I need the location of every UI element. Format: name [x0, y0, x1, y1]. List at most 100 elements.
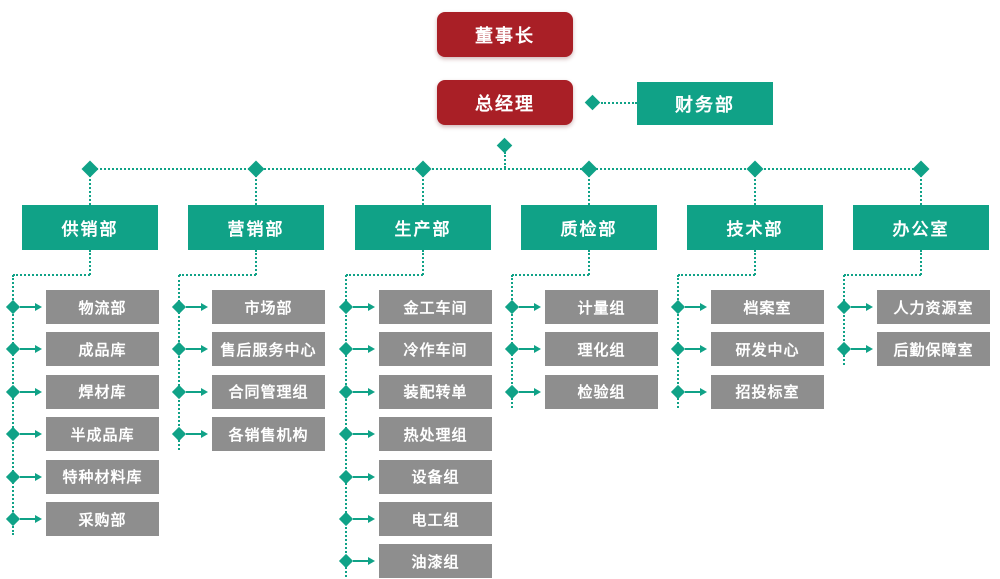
child-arrow-head-icon-3-1 — [534, 345, 541, 354]
child-arrow-line-1-2 — [186, 390, 201, 393]
gm-drop-diamond-icon — [496, 137, 513, 154]
child-box-2-2: 装配转单 — [379, 374, 492, 409]
child-arrow-head-icon-2-4 — [368, 472, 375, 481]
child-arrow-head-icon-2-5 — [368, 515, 375, 523]
dept-rail-line-3 — [511, 275, 513, 408]
child-arrow-line-0-2 — [20, 390, 35, 393]
dept-stub-line-1 — [255, 250, 257, 275]
child-arrow-line-3-0 — [519, 306, 534, 308]
dept-rail-line-5 — [843, 275, 845, 366]
child-arrow-head-icon-0-4 — [35, 472, 42, 481]
child-arrow-line-2-6 — [353, 560, 368, 563]
branch-drop-line-5 — [920, 175, 922, 205]
dept-corner-line-0 — [13, 274, 90, 276]
child-box-0-3: 半成品库 — [46, 417, 159, 452]
child-box-0-5: 采购部 — [46, 502, 159, 536]
child-arrow-line-1-0 — [186, 306, 201, 308]
child-arrow-head-icon-2-3 — [368, 430, 375, 439]
child-arrow-head-icon-1-3 — [201, 430, 208, 439]
child-diamond-icon-2-5 — [338, 511, 354, 527]
child-box-4-0: 档案室 — [711, 290, 824, 324]
child-diamond-icon-5-0 — [836, 299, 852, 315]
child-box-1-2: 合同管理组 — [212, 374, 325, 409]
child-arrow-line-0-5 — [20, 518, 35, 520]
child-diamond-icon-4-0 — [670, 299, 686, 315]
child-diamond-icon-0-2 — [5, 384, 21, 399]
child-arrow-head-icon-4-1 — [700, 345, 707, 354]
dept-box-0: 供销部 — [22, 205, 158, 250]
child-diamond-icon-1-0 — [171, 299, 187, 315]
child-diamond-icon-2-0 — [338, 299, 354, 315]
child-box-2-0: 金工车间 — [379, 290, 492, 324]
child-arrow-line-2-4 — [353, 475, 368, 478]
chairman-label: 董事长 — [475, 25, 535, 47]
child-box-5-1: 后勤保障室 — [877, 332, 990, 367]
general-manager-label: 总经理 — [475, 93, 535, 115]
child-box-2-6: 油漆组 — [379, 544, 492, 579]
child-box-0-0: 物流部 — [46, 290, 159, 324]
dept-box-4: 技术部 — [687, 205, 823, 250]
child-arrow-head-icon-4-0 — [700, 303, 707, 311]
child-box-2-4: 设备组 — [379, 459, 492, 494]
child-box-0-2: 焊材库 — [46, 374, 159, 409]
child-arrow-line-3-1 — [519, 348, 534, 351]
child-box-0-1: 成品库 — [46, 332, 159, 367]
child-box-5-0: 人力资源室 — [877, 290, 990, 324]
child-diamond-icon-1-1 — [171, 342, 187, 357]
child-arrow-line-1-3 — [186, 433, 201, 436]
main-horizontal-rail — [89, 168, 922, 170]
child-box-1-0: 市场部 — [212, 290, 325, 324]
child-box-2-5: 电工组 — [379, 502, 492, 536]
dept-corner-line-4 — [678, 274, 755, 276]
child-arrow-head-icon-3-2 — [534, 387, 541, 396]
dept-corner-line-3 — [512, 274, 589, 276]
child-box-3-2: 检验组 — [545, 374, 658, 409]
child-diamond-icon-2-4 — [338, 469, 354, 484]
child-arrow-line-4-0 — [685, 306, 700, 308]
child-diamond-icon-3-1 — [504, 342, 520, 357]
child-box-1-3: 各销售机构 — [212, 417, 325, 452]
child-diamond-icon-4-2 — [670, 384, 686, 399]
child-diamond-icon-3-0 — [504, 299, 520, 315]
branch-drop-line-0 — [89, 175, 91, 205]
child-arrow-line-2-2 — [353, 390, 368, 393]
dept-stub-line-0 — [89, 250, 91, 275]
child-box-1-1: 售后服务中心 — [212, 332, 325, 367]
dept-stub-line-2 — [422, 250, 424, 275]
child-box-2-1: 冷作车间 — [379, 332, 492, 367]
gm-finance-diamond-icon — [584, 94, 601, 111]
child-arrow-head-icon-2-1 — [368, 345, 375, 354]
child-box-4-2: 招投标室 — [711, 374, 824, 409]
branch-drop-line-4 — [754, 175, 756, 205]
child-diamond-icon-4-1 — [670, 342, 686, 357]
general-manager-box: 总经理 — [437, 80, 573, 125]
child-arrow-line-1-1 — [186, 348, 201, 351]
child-arrow-line-5-0 — [851, 306, 866, 308]
child-arrow-line-0-4 — [20, 475, 35, 478]
finance-label: 财务部 — [675, 94, 735, 116]
child-diamond-icon-1-2 — [171, 384, 187, 399]
child-arrow-line-2-5 — [353, 518, 368, 520]
child-box-3-0: 计量组 — [545, 290, 658, 324]
dept-stub-line-3 — [588, 250, 590, 275]
dept-corner-line-1 — [179, 274, 256, 276]
child-box-4-1: 研发中心 — [711, 332, 824, 367]
child-box-2-3: 热处理组 — [379, 417, 492, 452]
dept-stub-line-4 — [754, 250, 756, 275]
chairman-box: 董事长 — [437, 12, 573, 57]
child-arrow-head-icon-0-1 — [35, 345, 42, 354]
child-box-3-1: 理化组 — [545, 332, 658, 367]
child-arrow-head-icon-4-2 — [700, 387, 707, 396]
child-box-0-4: 特种材料库 — [46, 459, 159, 494]
child-diamond-icon-2-6 — [338, 554, 354, 569]
child-arrow-head-icon-1-1 — [201, 345, 208, 354]
child-diamond-icon-1-3 — [171, 427, 187, 442]
child-arrow-head-icon-0-5 — [35, 515, 42, 523]
child-arrow-line-2-0 — [353, 306, 368, 308]
dept-box-5: 办公室 — [853, 205, 989, 250]
child-arrow-head-icon-5-0 — [866, 303, 873, 311]
gm-drop-line — [504, 152, 506, 168]
dept-box-3: 质检部 — [521, 205, 657, 250]
dept-rail-line-1 — [178, 275, 180, 451]
dept-corner-line-2 — [346, 274, 423, 276]
